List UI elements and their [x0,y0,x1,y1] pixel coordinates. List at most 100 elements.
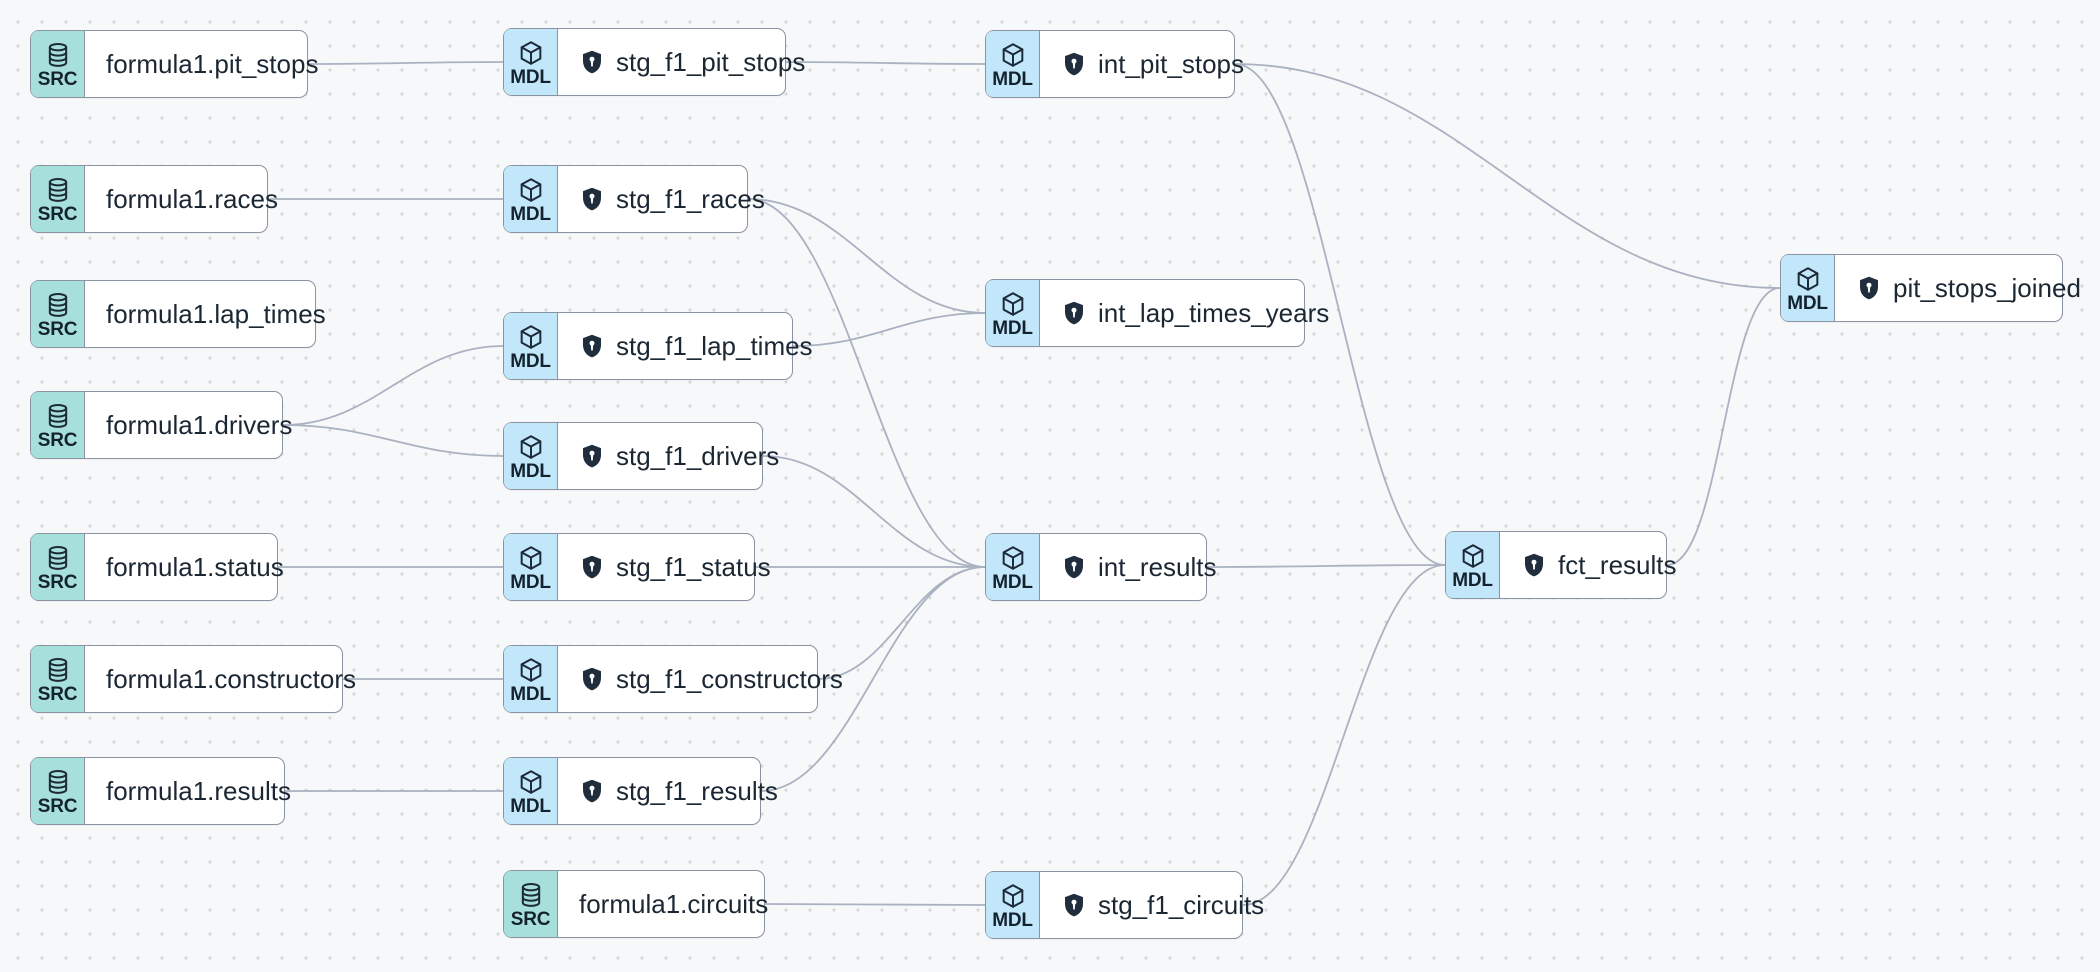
model-type-badge: MDL [504,534,558,600]
source-type-badge: SRC [31,281,85,347]
node-body: pit_stops_joined [1835,255,2081,321]
source-type-badge: SRC [31,392,85,458]
node-label: formula1.constructors [106,664,356,694]
node-label: int_lap_times_years [1098,298,1330,328]
shield-lock-icon [579,554,605,580]
node-stg_f1_races[interactable]: MDL stg_f1_races [503,165,765,233]
node-body: stg_f1_races [558,166,765,232]
badge-label: MDL [510,204,551,225]
shield-lock-icon [579,666,605,692]
node-body: formula1.circuits [558,871,768,937]
node-label: stg_f1_races [616,184,765,214]
node-formula1_races[interactable]: SRC formula1.races [30,165,278,233]
edge-int_results-to-fct_results [1206,564,1446,568]
cube-icon [517,656,545,684]
model-type-badge: MDL [504,166,558,232]
node-body: formula1.pit_stops [85,31,318,97]
badge-label: SRC [37,319,78,340]
database-icon [44,544,72,572]
edge-formula1_pit_stops-to-stg_f1_pit_stops [307,61,504,65]
cube-icon [517,544,545,572]
shield-lock-icon [1061,51,1087,77]
badge-label: MDL [510,684,551,705]
node-body: stg_f1_lap_times [558,313,813,379]
node-stg_f1_pit_stops[interactable]: MDL stg_f1_pit_stops [503,28,805,96]
edge-int_pit_stops-to-fct_results [1234,63,1446,566]
model-type-badge: MDL [1781,255,1835,321]
source-type-badge: SRC [31,646,85,712]
badge-label: MDL [992,572,1033,593]
cube-icon [999,41,1027,69]
shield-lock-icon [579,333,605,359]
node-label: formula1.pit_stops [106,49,319,79]
database-icon [44,656,72,684]
node-int_results[interactable]: MDL int_results [985,533,1217,601]
node-formula1_drivers[interactable]: SRC formula1.drivers [30,391,292,459]
badge-label: MDL [510,67,551,88]
model-type-badge: MDL [1446,532,1500,598]
node-body: int_lap_times_years [1040,280,1329,346]
node-label: formula1.circuits [579,889,769,919]
node-label: formula1.results [106,776,291,806]
shield-lock-icon [579,443,605,469]
badge-label: SRC [37,204,78,225]
shield-lock-icon [579,49,605,75]
model-type-badge: MDL [986,31,1040,97]
model-type-badge: MDL [504,646,558,712]
shield-lock-icon [579,186,605,212]
node-label: pit_stops_joined [1893,273,2081,303]
model-type-badge: MDL [504,313,558,379]
node-formula1_results[interactable]: SRC formula1.results [30,757,291,825]
node-label: stg_f1_pit_stops [616,47,806,77]
badge-label: SRC [510,909,551,930]
node-label: formula1.races [106,184,278,214]
edge-int_pit_stops-to-pit_stops_joined [1234,63,1781,289]
source-type-badge: SRC [31,758,85,824]
node-formula1_lap_times[interactable]: SRC formula1.lap_times [30,280,326,348]
node-body: formula1.constructors [85,646,356,712]
node-label: formula1.lap_times [106,299,326,329]
cube-icon [999,882,1027,910]
node-body: stg_f1_drivers [558,423,779,489]
edge-stg_f1_constructors-to-int_results [817,566,986,680]
node-body: int_pit_stops [1040,31,1244,97]
node-body: formula1.drivers [85,392,292,458]
node-formula1_circuits[interactable]: SRC formula1.circuits [503,870,768,938]
node-label: stg_f1_results [616,776,778,806]
node-stg_f1_constructors[interactable]: MDL stg_f1_constructors [503,645,843,713]
node-body: formula1.results [85,758,291,824]
node-stg_f1_results[interactable]: MDL stg_f1_results [503,757,778,825]
source-type-badge: SRC [31,534,85,600]
database-icon [44,291,72,319]
node-label: formula1.drivers [106,410,293,440]
cube-icon [517,39,545,67]
node-body: int_results [1040,534,1217,600]
badge-label: MDL [510,796,551,817]
shield-lock-icon [1856,275,1882,301]
node-body: formula1.lap_times [85,281,326,347]
badge-label: MDL [510,572,551,593]
model-type-badge: MDL [986,872,1040,938]
edge-formula1_drivers-to-stg_f1_lap_times [282,345,504,426]
node-formula1_constructors[interactable]: SRC formula1.constructors [30,645,356,713]
node-label: stg_f1_constructors [616,664,843,694]
badge-label: SRC [37,684,78,705]
node-body: stg_f1_circuits [1040,872,1264,938]
cube-icon [999,290,1027,318]
node-body: fct_results [1500,532,1677,598]
shield-lock-icon [1521,552,1547,578]
database-icon [44,176,72,204]
database-icon [517,881,545,909]
node-pit_stops_joined[interactable]: MDL pit_stops_joined [1780,254,2081,322]
